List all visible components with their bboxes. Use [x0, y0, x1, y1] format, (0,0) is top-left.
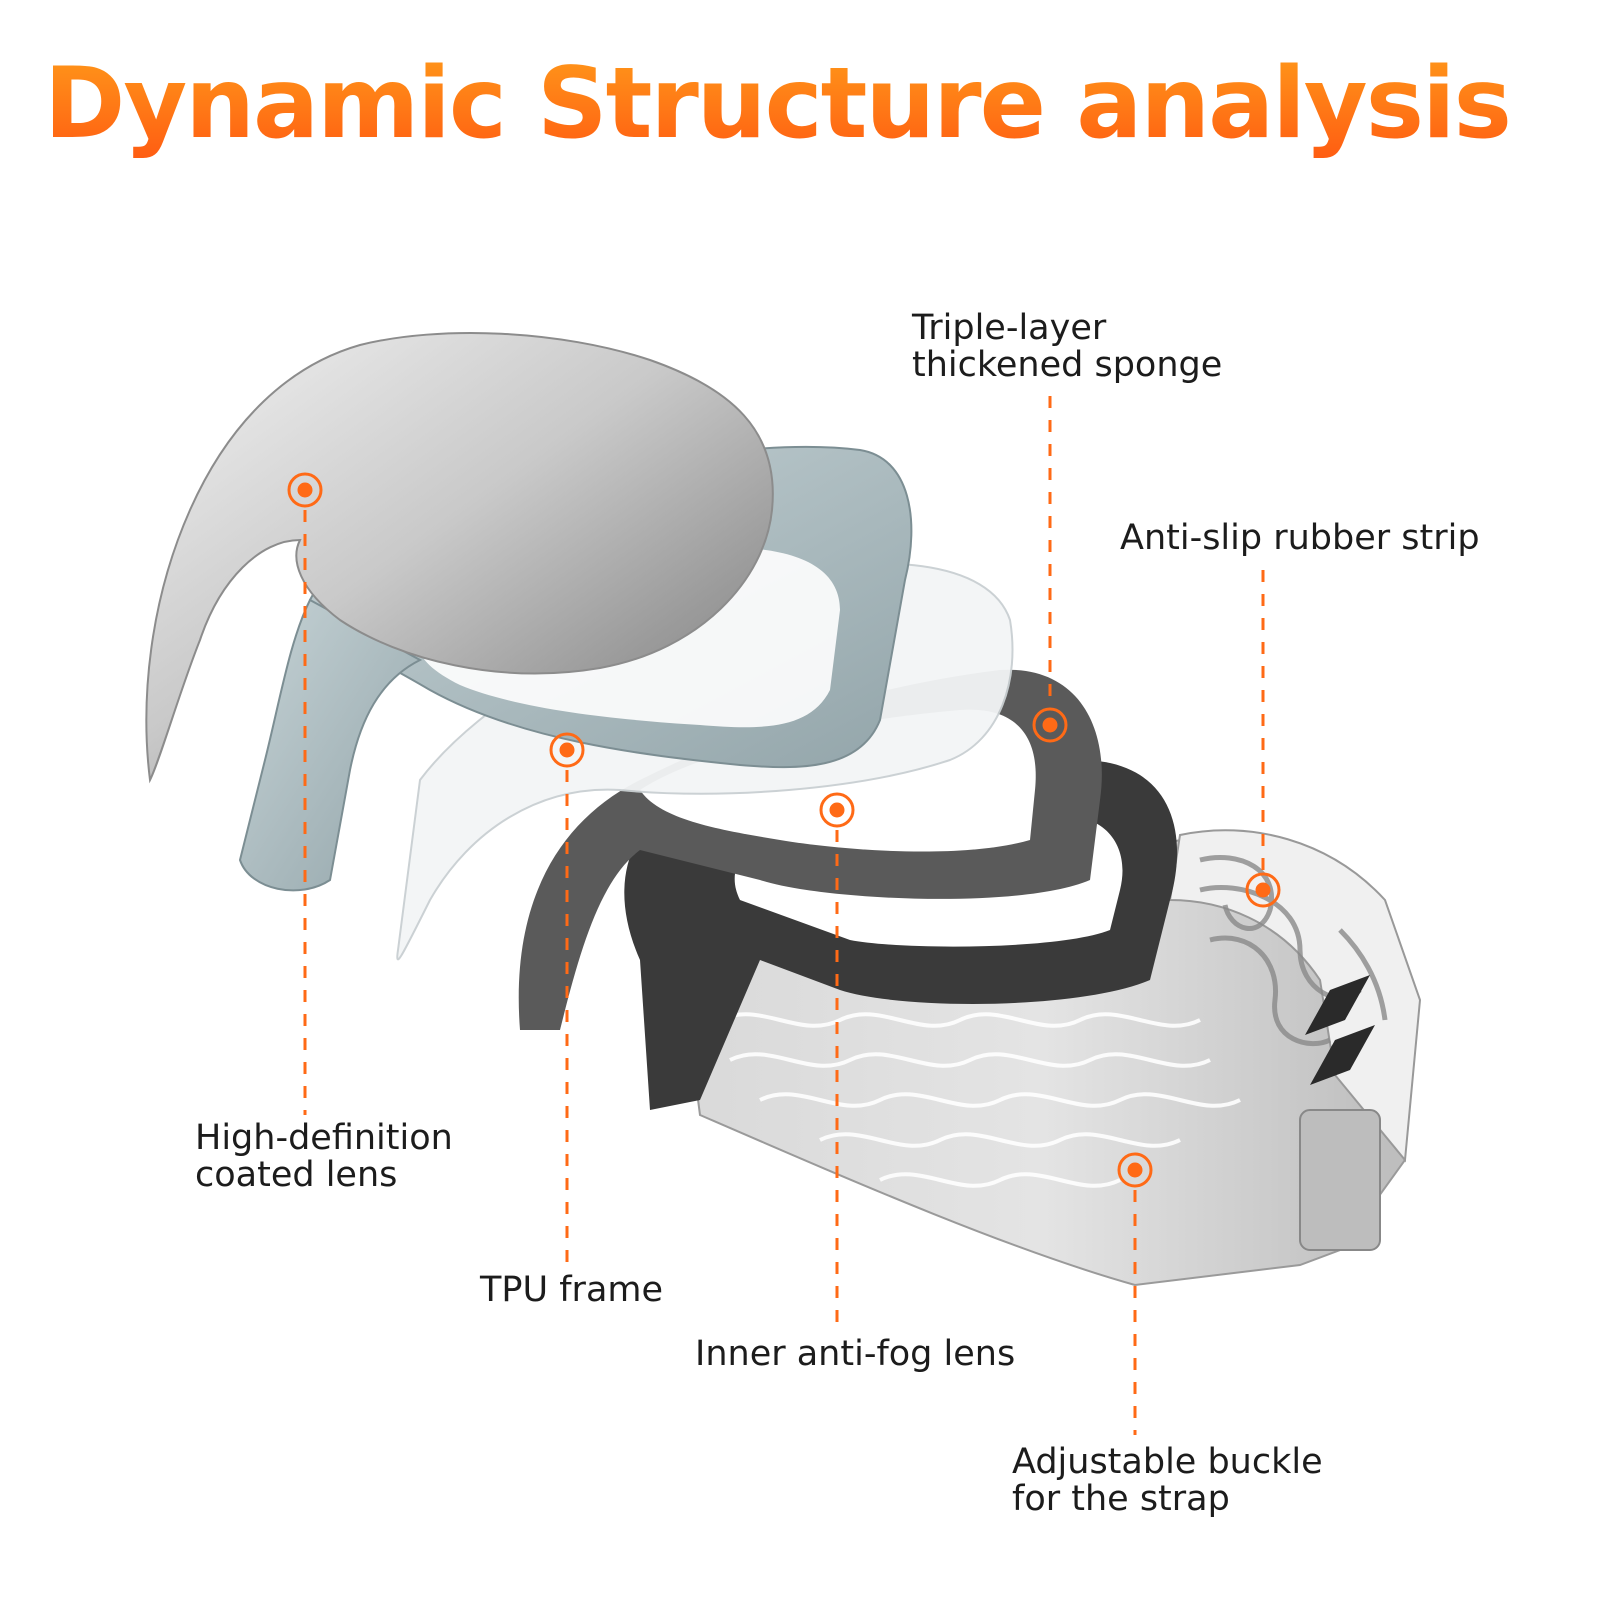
- target-marker-tpu-frame: [549, 732, 585, 768]
- label-inner-lens: Inner anti-fog lens: [695, 1336, 1015, 1373]
- outer-lens: [145, 332, 774, 784]
- target-marker-inner-lens: [819, 792, 855, 828]
- label-sponge-line-2: thickened sponge: [912, 345, 1223, 385]
- callout-lines: [303, 396, 1265, 1435]
- label-tpu-frame-line-1: TPU frame: [480, 1270, 664, 1310]
- target-marker-hd-lens: [287, 472, 323, 508]
- label-rubber-strip: Anti-slip rubber strip: [1120, 520, 1480, 557]
- target-marker-buckle: [1117, 1152, 1153, 1188]
- label-sponge-line-1: Triple-layer: [912, 308, 1107, 348]
- label-buckle-line-1: Adjustable buckle: [1012, 1442, 1323, 1482]
- label-hd-lens-line-2: coated lens: [195, 1155, 398, 1195]
- page-title: Dynamic Structure analysis: [44, 46, 1512, 164]
- label-buckle-line-2: for the strap: [1012, 1479, 1230, 1519]
- label-buckle: Adjustable buckle for the strap: [1012, 1444, 1323, 1518]
- label-sponge: Triple-layer thickened sponge: [912, 310, 1222, 384]
- label-rubber-strip-line-1: Anti-slip rubber strip: [1120, 518, 1480, 558]
- label-hd-lens-line-1: High-definition: [195, 1118, 453, 1158]
- target-marker-sponge: [1032, 707, 1068, 743]
- label-hd-lens: High-definition coated lens: [195, 1120, 453, 1194]
- label-tpu-frame: TPU frame: [480, 1272, 663, 1309]
- label-inner-lens-line-1: Inner anti-fog lens: [695, 1334, 1016, 1374]
- target-marker-rubber-strip: [1245, 872, 1281, 908]
